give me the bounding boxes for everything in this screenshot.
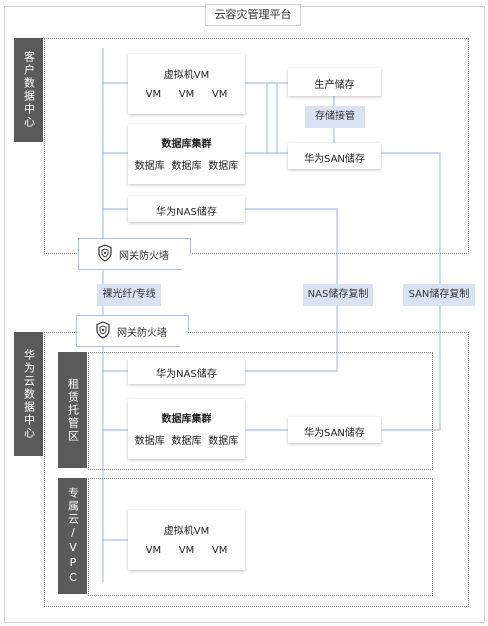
cloud-vm-item: VM (145, 545, 162, 556)
platform-title: 云容灾管理平台 (205, 4, 301, 26)
vpc-zone-label-text: 专属云/VPC (66, 486, 80, 586)
customer-nas-label: 华为NAS储存 (156, 207, 217, 218)
nas-replication-label: NAS储存复制 (307, 289, 369, 300)
customer-vm-item: VM (211, 89, 228, 100)
cloud-vm-item: VM (178, 545, 195, 556)
fiber-link-tag: 裸光纤/专线 (97, 284, 161, 306)
customer-db-item: 数据库 (134, 161, 165, 172)
cloud-db-item: 数据库 (134, 436, 165, 447)
cloud-nas-card[interactable]: 华为NAS储存 (128, 358, 245, 384)
customer-vm-item: VM (178, 89, 195, 100)
huawei-dc-label: 华为云数据中心 (14, 332, 43, 456)
customer-vm-card[interactable]: 虚拟机VM VM VM VM (128, 54, 245, 114)
storage-gateway-label: 存储接管 (315, 111, 355, 122)
customer-nas-card[interactable]: 华为NAS储存 (128, 196, 245, 222)
cloud-db-item: 数据库 (171, 436, 202, 447)
firewall-bottom-label: 网关防火墙 (117, 327, 167, 339)
firewall-top-label: 网关防火墙 (119, 250, 169, 262)
lease-zone-label-text: 租赁托管区 (66, 377, 80, 443)
lease-zone-label: 租赁托管区 (58, 352, 87, 468)
shield-icon-svg (96, 320, 110, 339)
customer-dc-label-text: 客户数据中心 (22, 51, 36, 129)
nas-replication-tag: NAS储存复制 (303, 284, 373, 306)
production-storage-card[interactable]: 生产储存 (288, 68, 381, 96)
cloud-db-item: 数据库 (208, 436, 239, 447)
customer-san-card[interactable]: 华为SAN储存 (288, 143, 381, 169)
customer-dc-label: 客户数据中心 (14, 38, 43, 142)
shield-icon (95, 320, 111, 342)
lease-zone (88, 352, 433, 470)
storage-gateway-tag: 存储接管 (305, 106, 365, 128)
vpc-zone-label: 专属云/VPC (58, 478, 87, 594)
customer-san-label: 华为SAN储存 (304, 154, 365, 165)
cloud-san-label: 华为SAN储存 (304, 428, 365, 439)
cloud-db-card[interactable]: 数据库集群 数据库 数据库 数据库 (128, 399, 245, 459)
cloud-san-card[interactable]: 华为SAN储存 (288, 417, 381, 443)
customer-vm-item: VM (145, 89, 162, 100)
firewall-top[interactable]: 网关防火墙 (78, 238, 191, 270)
fiber-link-label: 裸光纤/专线 (102, 289, 156, 300)
cloud-vm-card[interactable]: 虚拟机VM VM VM VM (128, 510, 245, 570)
huawei-dc-zone (44, 332, 469, 607)
huawei-dc-label-text: 华为云数据中心 (22, 348, 36, 440)
shield-icon-svg (98, 243, 112, 262)
customer-db-card[interactable]: 数据库集群 数据库 数据库 数据库 (128, 124, 245, 184)
customer-db-item: 数据库 (208, 161, 239, 172)
firewall-bottom[interactable]: 网关防火墙 (76, 315, 189, 347)
shield-icon (97, 243, 113, 265)
production-storage-label: 生产储存 (314, 80, 355, 91)
cloud-db-title: 数据库集群 (161, 414, 212, 425)
customer-dc-zone (44, 38, 469, 254)
vpc-zone (88, 478, 433, 596)
customer-db-title: 数据库集群 (161, 139, 212, 150)
cloud-vm-item: VM (211, 545, 228, 556)
san-replication-tag: SAN储存复制 (403, 284, 475, 306)
san-replication-label: SAN储存复制 (408, 289, 470, 300)
cloud-nas-label: 华为NAS储存 (156, 369, 217, 380)
cloud-vm-title: 虚拟机VM (163, 526, 210, 537)
customer-vm-title: 虚拟机VM (163, 70, 210, 81)
customer-db-item: 数据库 (171, 161, 202, 172)
